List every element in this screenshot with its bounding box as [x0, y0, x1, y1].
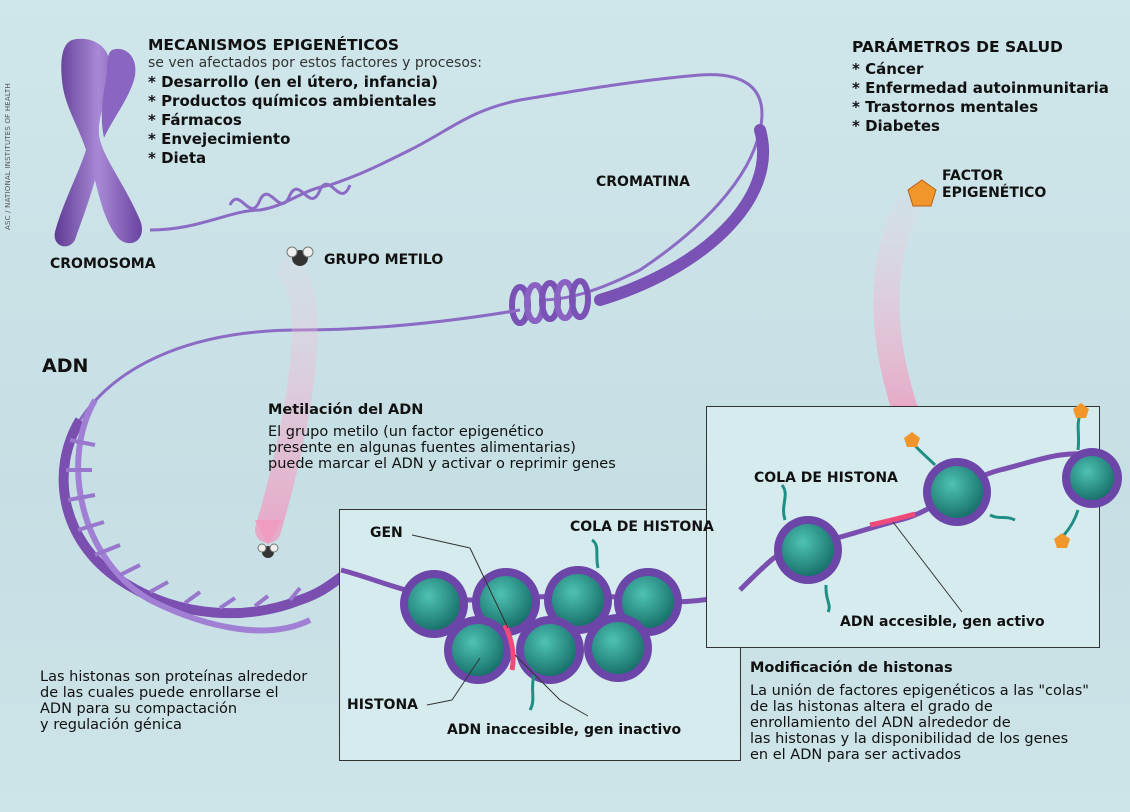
- histone-modification-line: las histonas y la disponibilidad de los …: [750, 731, 1068, 747]
- chromatin-label: CROMATINA: [596, 174, 690, 190]
- chromosome-label: CROMOSOMA: [50, 256, 156, 272]
- histone-tail-label-left: COLA DE HISTONA: [570, 519, 714, 535]
- mechanisms-title: MECANISMOS EPIGENÉTICOS: [148, 36, 399, 54]
- methylation-line: El grupo metilo (un factor epigenético: [268, 424, 544, 440]
- mechanisms-list: * Desarrollo (en el útero, infancia) * P…: [148, 73, 438, 168]
- mechanisms-item: * Fármacos: [148, 111, 438, 130]
- methylation-line: puede marcar el ADN y activar o reprimir…: [268, 456, 616, 472]
- histone-modification-line: de las histonas altera el grado de: [750, 699, 993, 715]
- methylation-line: presente en algunas fuentes alimentarias…: [268, 440, 576, 456]
- histones-note-line: y regulación génica: [40, 717, 182, 733]
- mechanisms-item: * Desarrollo (en el útero, infancia): [148, 73, 438, 92]
- methylation-title: Metilación del ADN: [268, 402, 423, 418]
- health-item: * Trastornos mentales: [852, 98, 1109, 117]
- histone-tail-label-right: COLA DE HISTONA: [754, 470, 898, 486]
- mechanisms-subtitle: se ven afectados por estos factores y pr…: [148, 55, 482, 71]
- epigenetic-factor-label-2: EPIGENÉTICO: [942, 185, 1046, 201]
- histone-modification-line: enrollamiento del ADN alrededor de: [750, 715, 1011, 731]
- dna-label: ADN: [42, 355, 88, 377]
- health-item: * Enfermedad autoinmunitaria: [852, 79, 1109, 98]
- epigenetic-factor-label-1: FACTOR: [942, 168, 1003, 184]
- mechanisms-item: * Productos químicos ambientales: [148, 92, 438, 111]
- histone-modification-line: en el ADN para ser activados: [750, 747, 961, 763]
- mechanisms-item: * Dieta: [148, 149, 438, 168]
- histone-label: HISTONA: [347, 697, 418, 713]
- gene-label: GEN: [370, 525, 403, 541]
- histone-modification-line: La unión de factores epigenéticos a las …: [750, 683, 1089, 699]
- histones-note-line: ADN para su compactación: [40, 701, 237, 717]
- histone-modification-title: Modificación de histonas: [750, 660, 953, 676]
- health-list: * Cáncer * Enfermedad autoinmunitaria * …: [852, 60, 1109, 136]
- mechanisms-item: * Envejecimiento: [148, 130, 438, 149]
- histones-note-line: de las cuales puede enrollarse el: [40, 685, 279, 701]
- health-item: * Diabetes: [852, 117, 1109, 136]
- accessible-label: ADN accesible, gen activo: [840, 614, 1045, 630]
- inaccessible-label: ADN inaccesible, gen inactivo: [447, 722, 681, 738]
- health-item: * Cáncer: [852, 60, 1109, 79]
- health-title: PARÁMETROS DE SALUD: [852, 38, 1063, 56]
- histones-note-line: Las histonas son proteínas alrededor: [40, 669, 307, 685]
- methyl-group-label: GRUPO METILO: [324, 252, 443, 268]
